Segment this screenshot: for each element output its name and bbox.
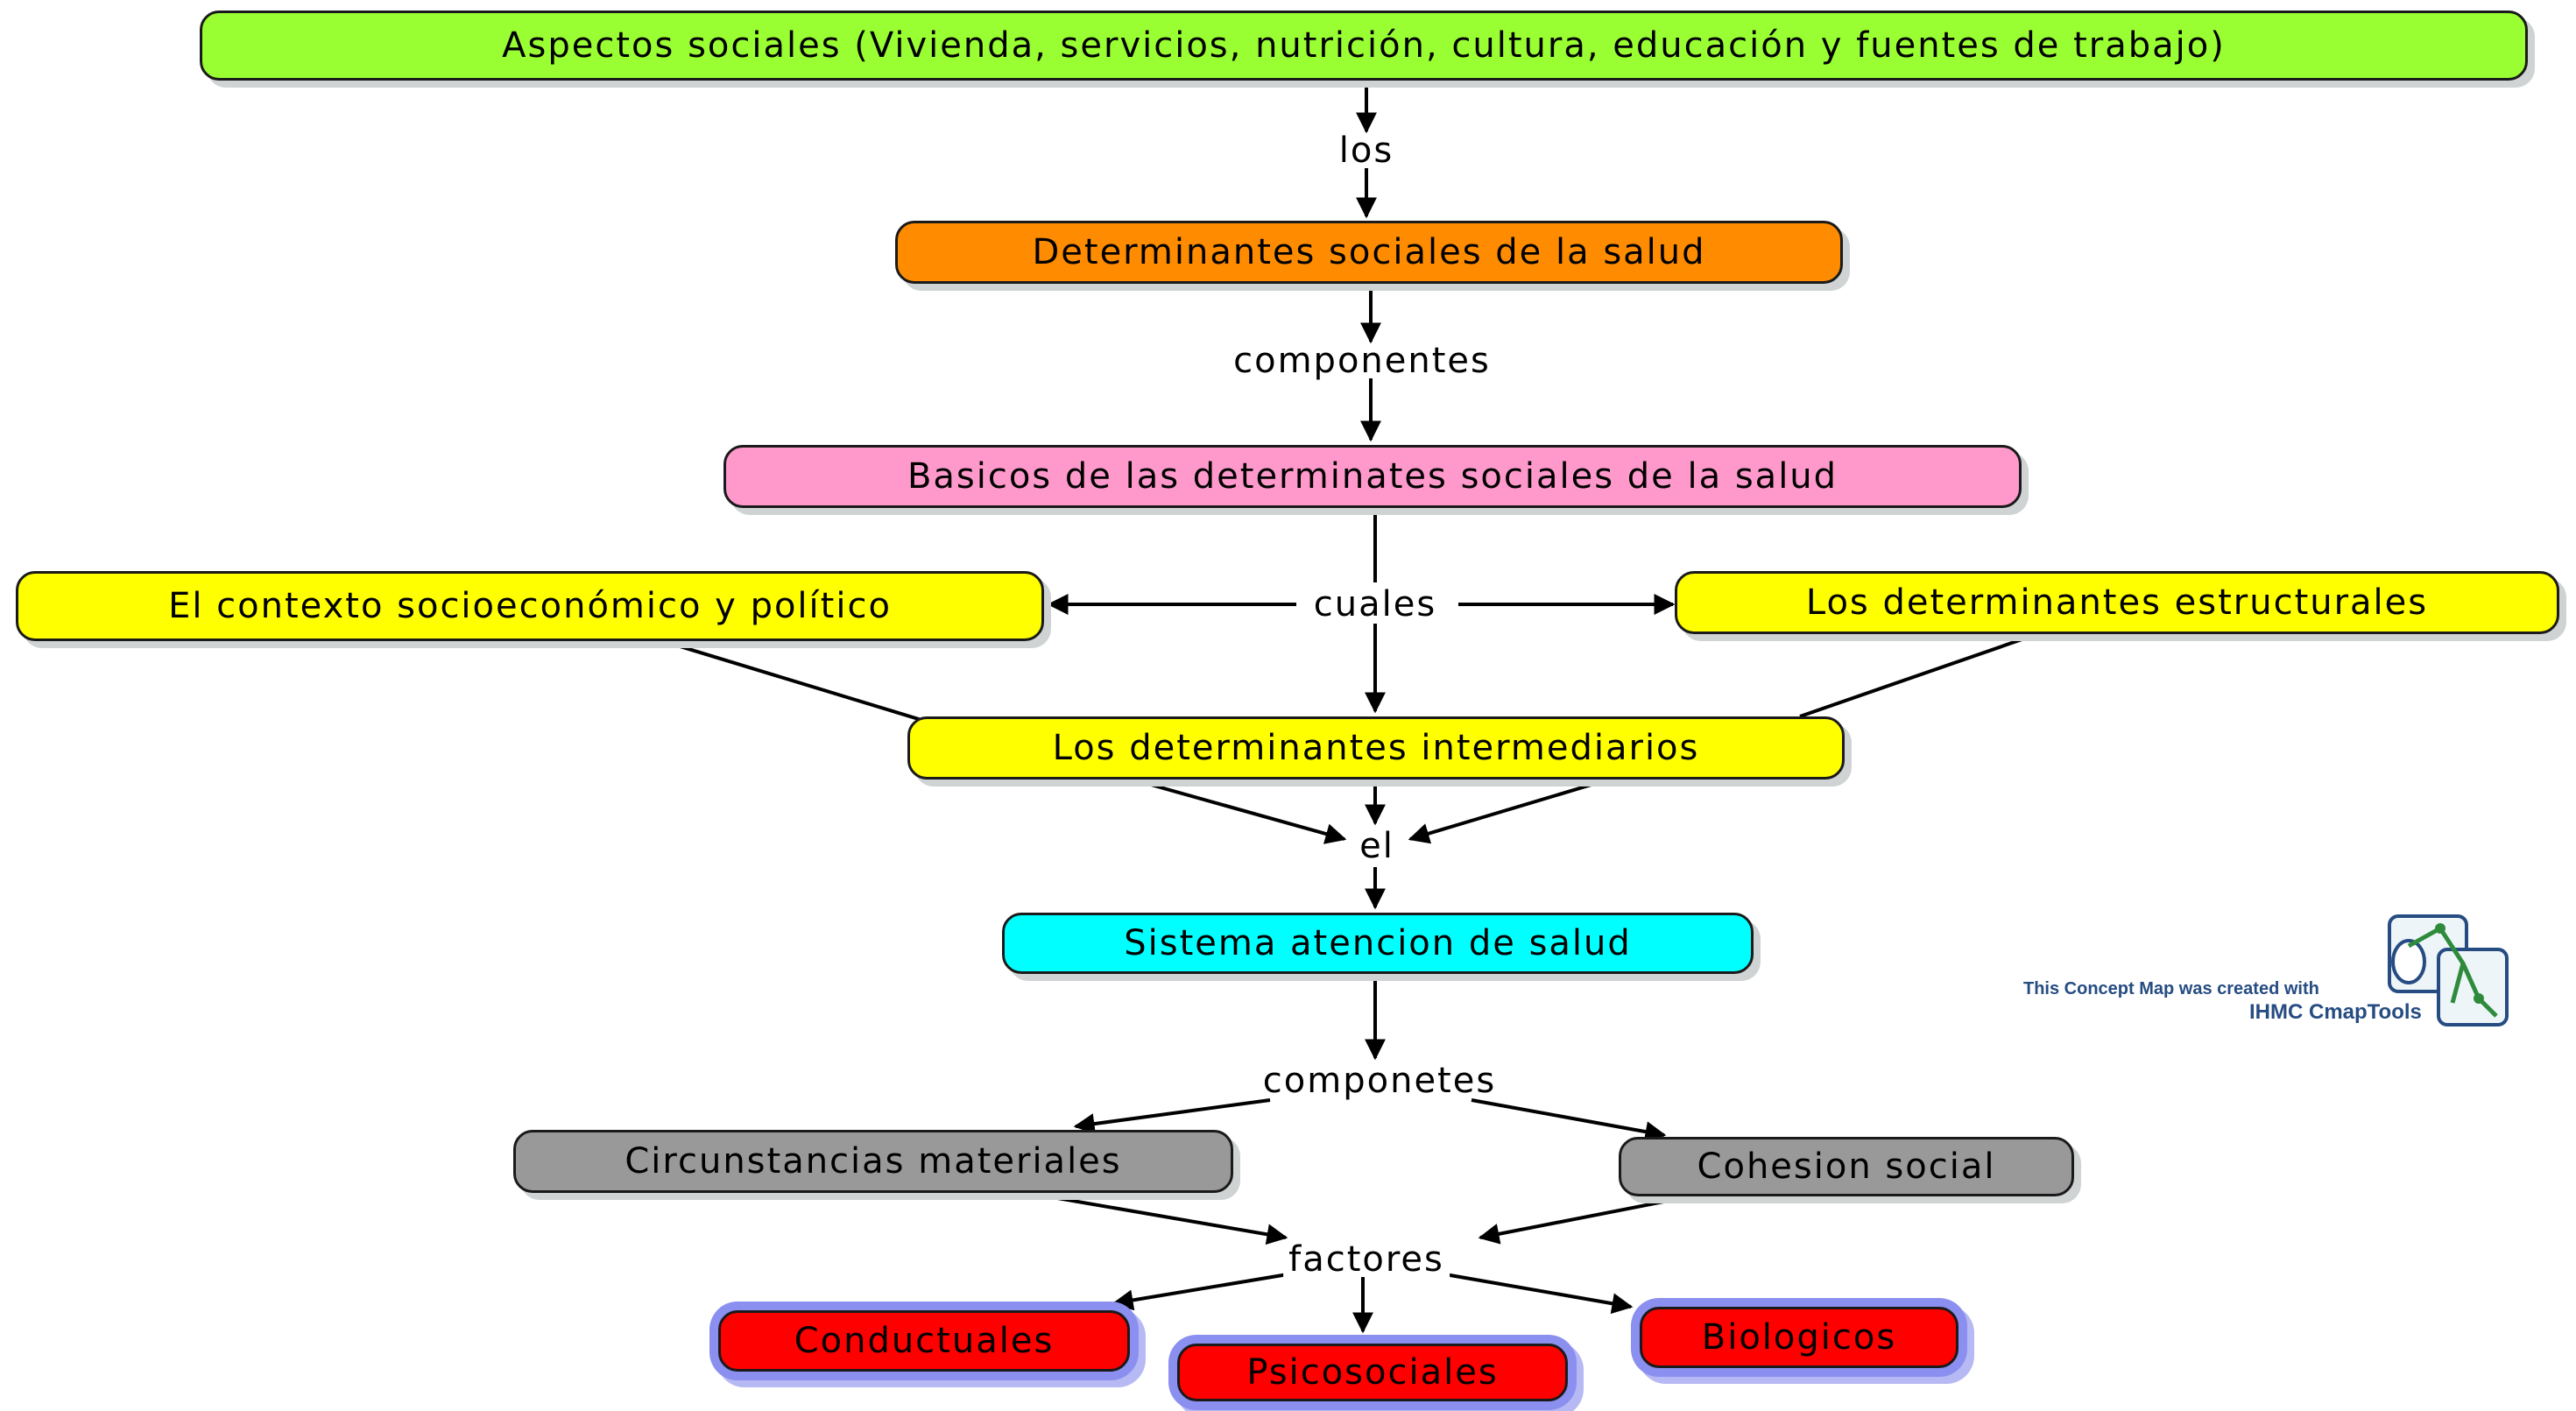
node-label: Conductuales bbox=[794, 1321, 1055, 1361]
linking-phrase-factores[interactable]: factores bbox=[1283, 1242, 1450, 1277]
node-contexto-socioeconomico[interactable]: El contexto socioeconómico y político bbox=[16, 571, 1044, 641]
node-label: Psicosociales bbox=[1246, 1352, 1499, 1393]
node-label: Los determinantes estructurales bbox=[1805, 582, 2429, 623]
connector-factores-biologicos bbox=[1444, 1273, 1634, 1315]
node-aspectos-sociales[interactable]: Aspectos sociales (Vivienda, servicios, … bbox=[200, 11, 2528, 81]
node-psicosociales[interactable]: Psicosociales bbox=[1177, 1344, 1568, 1401]
node-circunstancias-materiales[interactable]: Circunstancias materiales bbox=[513, 1130, 1233, 1193]
connector-contexto-intermediarios bbox=[665, 640, 922, 722]
node-biologicos[interactable]: Biologicos bbox=[1640, 1307, 1958, 1368]
node-label: El contexto socioeconómico y político bbox=[168, 586, 892, 626]
linking-phrase-cuales[interactable]: cuales bbox=[1308, 587, 1443, 622]
connector-estructurales-intermediarios bbox=[1799, 634, 2033, 718]
linking-phrase-el[interactable]: el bbox=[1354, 829, 1400, 864]
node-determinantes-sociales[interactable]: Determinantes sociales de la salud bbox=[895, 221, 1843, 284]
node-determinantes-estructurales[interactable]: Los determinantes estructurales bbox=[1675, 571, 2559, 634]
cmaptools-logo-icon bbox=[2388, 914, 2509, 1027]
node-label: Biologicos bbox=[1701, 1317, 1897, 1358]
node-label: Cohesion social bbox=[1697, 1146, 1996, 1187]
node-sistema-atencion[interactable]: Sistema atencion de salud bbox=[1002, 913, 1754, 974]
cmaptools-credit: This Concept Map was created with IHMC C… bbox=[2023, 911, 2523, 1034]
connector-estructurales-el bbox=[1408, 780, 1604, 844]
connector-factores-conductuales bbox=[1112, 1273, 1288, 1311]
connector-circunstancias-factores bbox=[1041, 1194, 1288, 1245]
node-label: Circunstancias materiales bbox=[625, 1141, 1122, 1182]
connector-contexto-el bbox=[1138, 780, 1347, 844]
linking-phrase-componetes[interactable]: componetes bbox=[1257, 1063, 1502, 1098]
linking-phrase-componentes[interactable]: componentes bbox=[1228, 343, 1496, 378]
node-label: Basicos de las determinates sociales de … bbox=[907, 456, 1838, 497]
node-cohesion-social[interactable]: Cohesion social bbox=[1619, 1137, 2074, 1196]
credit-line-1: This Concept Map was created with bbox=[2023, 979, 2319, 998]
connector-componetes-circunstancias bbox=[1073, 1098, 1271, 1134]
connector-componetes-cohesion bbox=[1471, 1098, 1667, 1142]
node-label: Sistema atencion de salud bbox=[1124, 923, 1632, 963]
node-label: Los determinantes intermediarios bbox=[1052, 728, 1700, 768]
node-determinantes-intermediarios[interactable]: Los determinantes intermediarios bbox=[907, 716, 1845, 780]
linking-phrase-los[interactable]: los bbox=[1333, 133, 1400, 168]
node-conductuales[interactable]: Conductuales bbox=[718, 1310, 1130, 1372]
credit-line-2: IHMC CmapTools bbox=[2249, 1000, 2422, 1024]
node-label: Determinantes sociales de la salud bbox=[1032, 232, 1706, 272]
node-label: Aspectos sociales (Vivienda, servicios, … bbox=[502, 25, 2226, 66]
connector-cohesion-factores bbox=[1478, 1196, 1683, 1245]
node-basicos-determinantes[interactable]: Basicos de las determinates sociales de … bbox=[723, 445, 2022, 508]
